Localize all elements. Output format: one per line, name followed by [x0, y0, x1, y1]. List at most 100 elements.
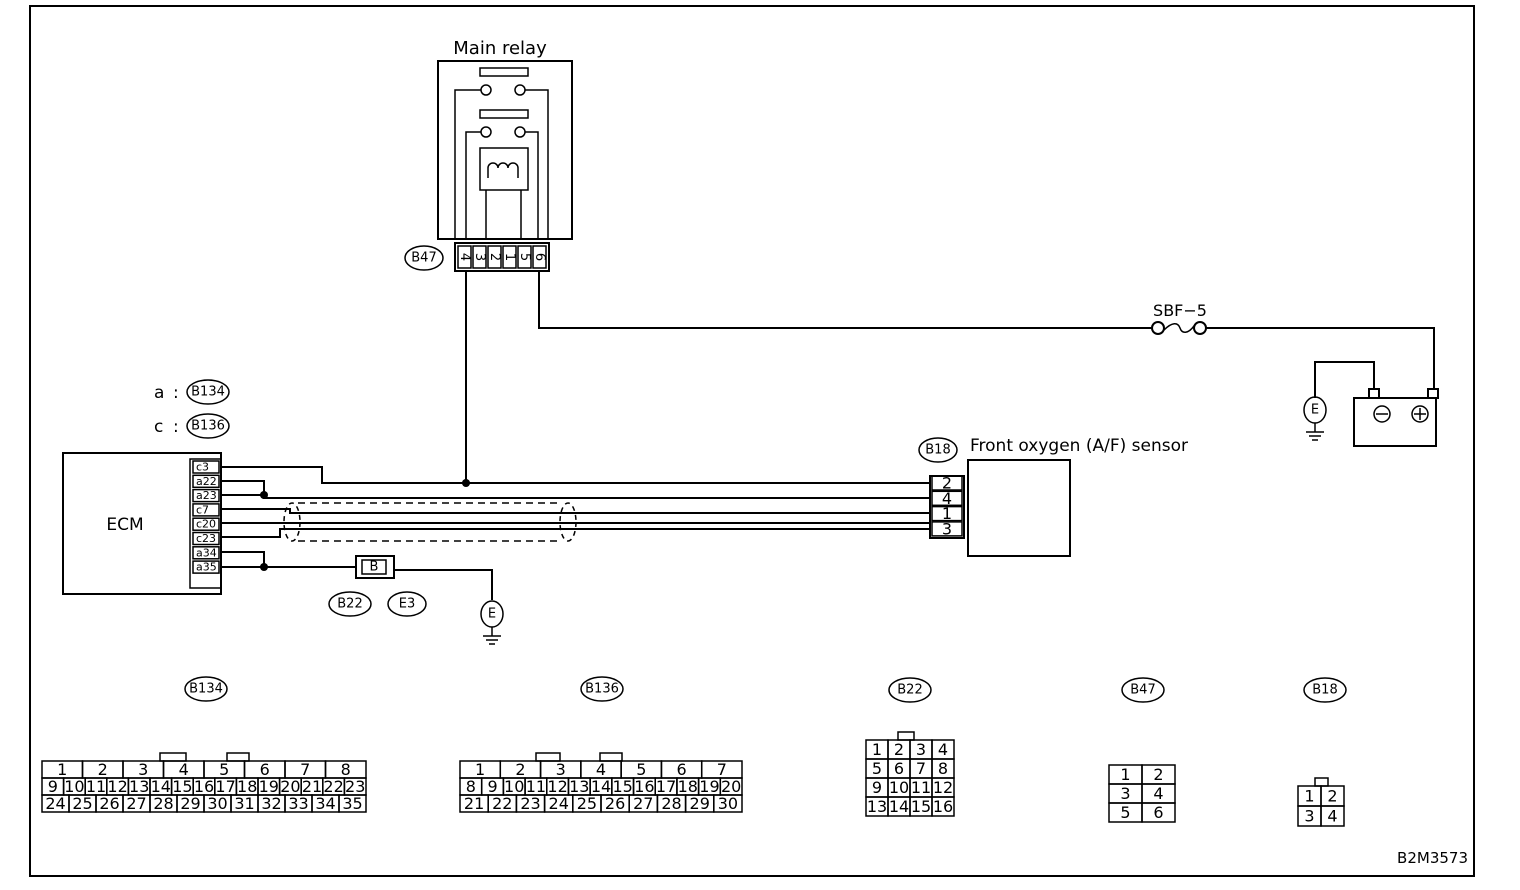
connector-cavity-number: 2	[1153, 765, 1163, 784]
figure-code: B2M3573	[1397, 849, 1468, 867]
connector-cavity-number: 3	[1304, 807, 1314, 826]
map-letter-c: c	[154, 417, 163, 437]
connector-cavity	[1141, 802, 1176, 823]
connector-view-tag-label: B47	[1130, 683, 1155, 698]
svg-text:2: 2	[487, 253, 502, 261]
connector-view-tag-label: B18	[1312, 683, 1337, 698]
joint-connector-label: B	[370, 560, 379, 575]
connector-cavity-number: 2	[98, 760, 108, 779]
connector-cavity-number: 16	[194, 777, 214, 796]
connector-cavity-number: 19	[259, 777, 279, 796]
connector-cavity-number: 20	[280, 777, 300, 796]
connector-cavity-number: 28	[153, 794, 173, 813]
connector-view-tag-label: B136	[585, 682, 619, 697]
sensor-pin: 4	[931, 489, 963, 508]
connector-view-tag-label: B134	[189, 682, 223, 697]
ground-battery-label: E	[1311, 403, 1319, 418]
connector-cavity-number: 9	[872, 778, 882, 797]
ecm-label: ECM	[106, 515, 143, 535]
connector-cavity-number: 9	[487, 777, 497, 796]
connector-cavity-number: 19	[699, 777, 719, 796]
connector-view-tag-label: B22	[897, 683, 922, 698]
ecm-connector-map: a : B134 c : B136	[154, 379, 230, 439]
sensor-pin: 3	[931, 519, 963, 538]
connector-cavity-number: 18	[237, 777, 257, 796]
ecm-pin: a23	[192, 488, 220, 503]
connector-cavity-number: 2	[515, 760, 525, 779]
connector-cavity-number: 15	[172, 777, 192, 796]
ecm-pin: a34	[192, 546, 220, 560]
svg-text:a35: a35	[196, 561, 217, 574]
connector-cavity-number: 5	[872, 759, 882, 778]
connector-cavity-number: 18	[678, 777, 698, 796]
connector-cavity-number: 22	[492, 794, 512, 813]
connector-cavity-number: 7	[916, 759, 926, 778]
ecm-pin: c20	[192, 517, 220, 531]
connector-cavity-number: 4	[1153, 784, 1163, 803]
connector-cavity-number: 26	[605, 794, 625, 813]
relay-pin: 5	[517, 245, 532, 269]
connector-cavity	[713, 794, 743, 813]
ecm-pin: c23	[192, 531, 220, 546]
connector-cavity-number: 4	[596, 760, 606, 779]
svg-text:c3: c3	[196, 461, 209, 474]
svg-text:4: 4	[942, 489, 952, 508]
ecm-pin: c7	[192, 503, 220, 517]
connector-cavity-number: 20	[721, 777, 741, 796]
wiring	[219, 271, 1435, 600]
relay-pin: 1	[502, 245, 517, 269]
connector-cavity-number: 28	[661, 794, 681, 813]
connector-cavity-number: 31	[234, 794, 254, 813]
connector-cavity-number: 8	[466, 777, 476, 796]
fuse-label: SBF−5	[1153, 301, 1207, 320]
joint-connector: B B22 E3	[328, 555, 427, 617]
ecm-pin: c3	[192, 460, 220, 474]
connector-cavity-number: 12	[933, 778, 953, 797]
svg-text:6: 6	[532, 253, 547, 261]
connector-cavity	[338, 794, 367, 813]
svg-text:4: 4	[457, 253, 472, 261]
battery-negative-icon	[1373, 405, 1391, 423]
connector-view-tag	[1121, 677, 1165, 703]
connector-cavity-number: 13	[129, 777, 149, 796]
connector-cavity-number: 21	[302, 777, 322, 796]
sensor-connector-tag: B18	[925, 443, 950, 458]
joint-tag-b22: B22	[337, 597, 362, 612]
connector-cavity-number: 3	[556, 760, 566, 779]
connector-cavity-number: 15	[613, 777, 633, 796]
connector-cavity-number: 35	[342, 794, 362, 813]
sensor-pin: 2	[931, 474, 963, 493]
connector-cavity-number: 1	[1304, 787, 1314, 806]
connector-cavity-number: 11	[911, 778, 931, 797]
map-tag-c: B136	[191, 419, 225, 434]
connector-cavity-number: 3	[1120, 784, 1130, 803]
connector-cavity-number: 17	[215, 777, 235, 796]
connector-view-tag	[888, 677, 932, 703]
svg-text:1: 1	[942, 504, 952, 523]
ground-battery-icon: E	[1303, 396, 1327, 441]
connector-cavity-number: 27	[633, 794, 653, 813]
connector-cavity-number: 7	[717, 760, 727, 779]
connector-cavity-number: 32	[261, 794, 281, 813]
connector-cavity-number: 1	[475, 760, 485, 779]
sensor-title: Front oxygen (A/F) sensor	[970, 436, 1188, 456]
svg-text:a34: a34	[196, 546, 217, 559]
svg-text:c20: c20	[196, 518, 216, 531]
fuse-sbf5: SBF−5	[1151, 301, 1207, 335]
connector-cavity-number: 16	[634, 777, 654, 796]
connector-cavity-number: 11	[526, 777, 546, 796]
connector-cavity-number: 30	[718, 794, 738, 813]
ground-ecm-label: E	[488, 607, 496, 622]
connector-cavity-number: 21	[464, 794, 484, 813]
svg-text:a23: a23	[196, 489, 217, 502]
svg-text:5: 5	[517, 253, 532, 261]
svg-text::: :	[173, 417, 179, 437]
connector-view-tag	[1303, 677, 1347, 703]
connector-cavity-number: 25	[72, 794, 92, 813]
connector-cavity-number: 6	[1153, 803, 1163, 822]
connector-cavity-number: 2	[894, 740, 904, 759]
